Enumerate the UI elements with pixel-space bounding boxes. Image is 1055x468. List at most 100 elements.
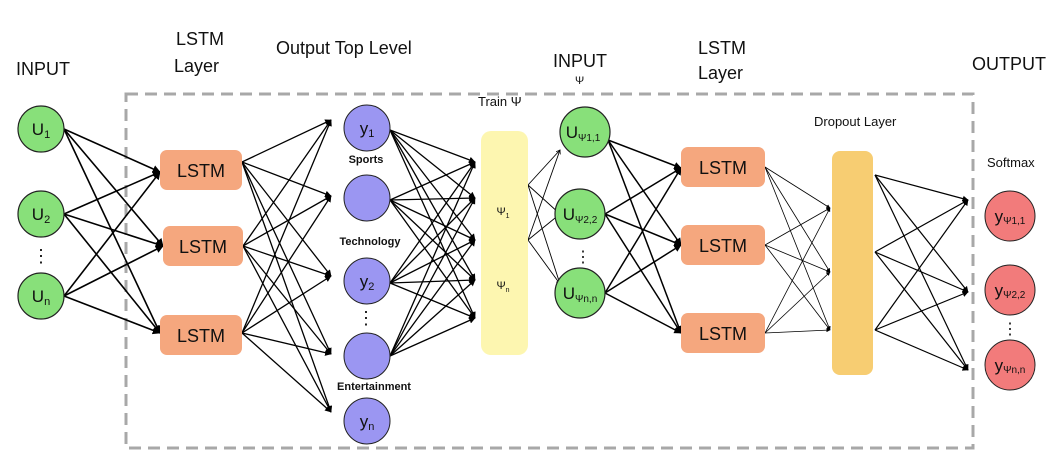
edge-dropout-to-output xyxy=(874,291,969,331)
edge-lstm-to-topic xyxy=(241,119,332,163)
edge-lstm-to-topic xyxy=(241,161,333,413)
input-ellipsis: ⋮ xyxy=(32,246,50,266)
lstm-box-2-1: LSTM xyxy=(681,147,765,187)
edge-lstm-to-dropout xyxy=(764,166,831,331)
input-node-2: U2 xyxy=(17,190,65,238)
svg-text:LSTM: LSTM xyxy=(177,326,225,346)
output-node-1: yΨ1,1 xyxy=(984,190,1036,242)
svg-text:yn: yn xyxy=(360,412,375,433)
svg-text:y2: y2 xyxy=(360,272,375,293)
edge-dropout-to-output xyxy=(874,174,969,293)
edge-lstm-to-topic xyxy=(241,161,332,277)
edge-lstm-to-dropout xyxy=(764,271,831,334)
svg-text:Ψn: Ψn xyxy=(496,280,509,294)
edge-psi-input-to-lstm xyxy=(604,167,682,215)
svg-text:yΨ1,1: yΨ1,1 xyxy=(995,207,1026,227)
edge-topic-to-psi xyxy=(389,239,476,357)
header-input-psi: INPUT xyxy=(553,51,607,71)
edge-topic-to-psi xyxy=(389,239,476,284)
edge-input-to-lstm xyxy=(63,295,161,335)
topic-node-yn: yn xyxy=(343,397,391,445)
topic-node-y2: y2 xyxy=(343,257,391,305)
lstm-box-1-3: LSTM xyxy=(160,315,242,355)
psi-input-node-n: UΨn,n xyxy=(554,267,606,319)
edge-psi-input-to-lstm xyxy=(604,292,682,334)
edge-lstm-to-topic xyxy=(241,332,332,356)
input-node-1: U1 xyxy=(17,105,65,153)
header-output-top-level: Output Top Level xyxy=(276,38,412,58)
edge-lstm-to-dropout xyxy=(764,166,831,273)
psi-input-node-2: UΨ2,2 xyxy=(554,188,606,240)
svg-text:yΨn,n: yΨn,n xyxy=(995,356,1026,376)
label-train-psi: Train Ψ xyxy=(478,94,522,109)
edge-input-to-lstm xyxy=(63,128,161,334)
svg-text:LSTM: LSTM xyxy=(177,161,225,181)
psi-input-node-1: UΨ1,1 xyxy=(559,106,611,158)
edge-psi-to-psi-input xyxy=(527,214,560,241)
output-ellipsis: ⋮ xyxy=(1002,321,1018,338)
header-input: INPUT xyxy=(16,59,70,79)
edge-dropout-to-output xyxy=(874,199,969,253)
edge-topic-to-psi xyxy=(389,129,476,319)
edge-input-to-lstm xyxy=(63,213,161,334)
dropout-bar xyxy=(832,151,873,375)
edge-lstm-to-dropout xyxy=(764,166,831,209)
svg-text:Ψ1: Ψ1 xyxy=(496,206,509,220)
connection-edges xyxy=(63,119,969,413)
svg-text:UΨ2,2: UΨ2,2 xyxy=(563,205,598,226)
svg-text:UΨ1,1: UΨ1,1 xyxy=(566,123,601,144)
edge-topic-to-psi xyxy=(389,282,476,319)
input-node-n: Un xyxy=(17,272,65,320)
edge-lstm-to-dropout xyxy=(764,244,831,331)
svg-text:U1: U1 xyxy=(32,120,50,141)
topic-ellipsis: ⋮ xyxy=(357,308,375,328)
edge-lstm-to-topic xyxy=(241,332,332,413)
edge-input-to-lstm xyxy=(63,245,164,297)
psi-input-ellipsis: ⋮ xyxy=(575,249,591,266)
edge-topic-to-psi xyxy=(389,279,476,357)
lstm-box-2-3: LSTM xyxy=(681,313,765,353)
edge-topic-to-psi xyxy=(389,129,476,163)
edge-topic-to-psi xyxy=(389,129,476,281)
edge-psi-input-to-lstm xyxy=(604,244,682,294)
edge-psi-to-psi-input xyxy=(527,150,560,186)
edge-lstm-to-topic xyxy=(241,161,332,197)
svg-text:LSTM: LSTM xyxy=(699,324,747,344)
edge-psi-to-psi-input xyxy=(527,184,560,284)
label-softmax: Softmax xyxy=(987,155,1035,170)
topic-caption-entertainment: Entertainment xyxy=(337,381,411,393)
edge-lstm-to-topic xyxy=(241,275,332,334)
edge-psi-input-to-lstm xyxy=(607,139,683,334)
topic-node-technology xyxy=(343,174,391,222)
edge-input-to-lstm xyxy=(63,171,161,215)
header-output: OUTPUT xyxy=(972,54,1046,74)
edge-psi-to-psi-input xyxy=(527,150,560,241)
svg-text:UΨn,n: UΨn,n xyxy=(563,284,598,305)
edge-topic-to-psi xyxy=(389,197,476,284)
psi-bar: Ψ1 Ψn xyxy=(481,131,528,355)
svg-text:y1: y1 xyxy=(360,119,375,140)
edge-input-to-lstm xyxy=(63,128,161,173)
edge-lstm-to-topic xyxy=(241,119,332,334)
output-node-n: yΨn,n xyxy=(984,339,1036,391)
svg-text:LSTM: LSTM xyxy=(699,158,747,178)
header-lstm-layer-line1: LSTM xyxy=(176,29,224,49)
header-input-psi-symbol: Ψ xyxy=(575,75,584,87)
output-node-2: yΨ2,2 xyxy=(984,264,1036,316)
edge-psi-input-to-lstm xyxy=(604,167,682,294)
edge-topic-to-psi xyxy=(389,161,476,284)
lstm-box-2-2: LSTM xyxy=(681,225,765,265)
edge-topic-to-psi xyxy=(389,197,476,357)
edge-psi-input-to-lstm xyxy=(607,139,682,170)
svg-text:LSTM: LSTM xyxy=(179,237,227,257)
edge-psi-to-psi-input xyxy=(527,239,560,284)
edge-topic-to-psi xyxy=(389,199,476,241)
edge-lstm-to-dropout xyxy=(764,207,831,246)
svg-text:yΨ2,2: yΨ2,2 xyxy=(995,281,1026,301)
topic-caption-sports: Sports xyxy=(349,154,384,166)
label-dropout-layer: Dropout Layer xyxy=(814,114,897,129)
edge-lstm-to-topic xyxy=(242,245,332,413)
edge-topic-to-psi xyxy=(389,194,476,202)
svg-text:Un: Un xyxy=(32,287,50,308)
